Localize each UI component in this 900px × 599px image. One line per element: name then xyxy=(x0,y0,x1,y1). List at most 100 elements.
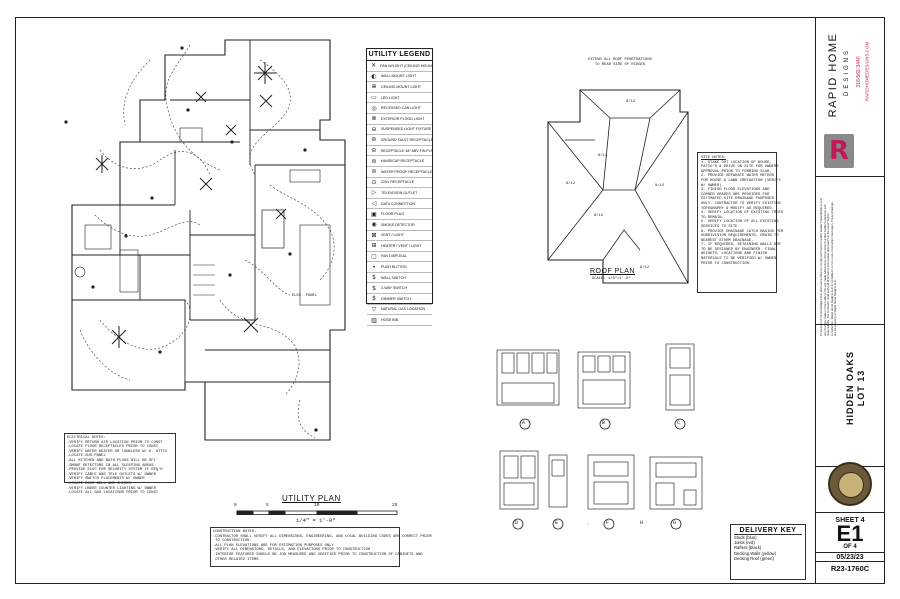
wiring-runs xyxy=(79,44,335,439)
roof-plan-title: ROOF PLAN xyxy=(590,268,635,275)
legend-row: ⊜GROUND FAULT RECEPTACLE xyxy=(367,135,432,146)
legend-row: ⊝RECEPTACLE 48" ABV FIN FLR xyxy=(367,146,432,157)
construction-note-line: OTHER RELATED ITEMS xyxy=(213,557,259,562)
legend-row: ◎ RECESSED CAN LIGHT xyxy=(367,103,432,114)
construction-note-line: -ALL PLAN ELEVATIONS ARE FOR ESTIMATION … xyxy=(213,543,334,548)
construction-notes-lines: -CONTRACTOR SHALL VERIFY ALL DIMENSIONS,… xyxy=(213,534,432,563)
electrical-note-line: -LOCATE DOOR BELL AND CHIMES xyxy=(67,481,131,486)
drawing-sheet xyxy=(15,17,885,584)
site-note-line: 6. PROVIDE DRAINAGE CATCH BASINS PER xyxy=(701,229,784,234)
floor-plan xyxy=(71,39,346,441)
interior-elevations-bottom xyxy=(499,450,703,510)
legend-symbol-icon: ▥ xyxy=(371,316,377,324)
sheet-of: OF 4 xyxy=(843,544,857,550)
elev-marker-f: F xyxy=(606,520,610,526)
legend-label: TELEVISION OUTLET xyxy=(381,190,418,195)
interior-elevations-top xyxy=(496,343,695,411)
legend-row: ✕FAN W/LIGHT (CEILING MOUNT) xyxy=(367,61,432,72)
legend-label: HANDICAP RECEPTACLE xyxy=(381,159,425,164)
site-note-line: TOPOGRAPHY & MODIFY AS REQUIRED. xyxy=(701,206,774,211)
electrical-note-line: -ALL KITCHEN AND BATH PLUGS WILL BE GFI xyxy=(67,458,156,463)
legend-symbol-icon: ⊠ xyxy=(371,231,377,239)
disclaimer-block: To the best of my knowledge these plans … xyxy=(816,177,884,336)
site-note-line: 7. IF REQUIRED, RETAINING WALLS ARE xyxy=(701,243,781,248)
legend-symbol-icon: ⊖ xyxy=(371,125,377,133)
site-note-line: NEAREST STORM DRAINAGE. xyxy=(701,238,754,243)
roof-pitch-2: 8/12 xyxy=(598,154,608,158)
legend-label: HEATER / VENT / LIGHT xyxy=(381,243,422,248)
site-notes-lines: 1. STAKE OUT LOCATION OF HOUSE,PATIO'S &… xyxy=(701,161,784,267)
legend-symbol-icon: $ xyxy=(372,274,376,282)
site-note-line: TO REMAIN. xyxy=(701,215,724,220)
delivery-key-title: DELIVERY KEY xyxy=(734,527,802,535)
site-note-line: TO BE DESIGNED BY ENGINEER. FINAL xyxy=(701,247,777,252)
site-notes-title: SITE NOTES: xyxy=(701,156,727,160)
company-phone: 318-562-3440 xyxy=(856,56,862,88)
legend-row: ▣ FLOOR PLUG xyxy=(367,209,432,220)
project-lot: LOT 13 xyxy=(856,369,866,407)
delivery-key-item: Decking Walls (yellow) xyxy=(734,550,776,556)
electrical-note-line: -LOCATE GUS PANEL xyxy=(67,454,106,459)
legend-symbol-icon: ▢ xyxy=(371,252,377,260)
legend-symbol-icon: ◎ xyxy=(371,104,377,112)
legend-label: RECESSED CAN LIGHT xyxy=(381,106,421,111)
sheet-block: SHEET 4 E1 OF 4 05/23/23 R23-1760C xyxy=(816,512,884,584)
elev-marker-h: H xyxy=(640,520,644,526)
elev-marker-e: E xyxy=(555,520,559,526)
legend-label: WALL SWITCH xyxy=(381,275,406,280)
electrical-note-line: -VERIFY SWITCH PLACEMENTS W/ OWNER xyxy=(67,477,145,482)
elev-marker-c: C xyxy=(677,420,681,426)
legend-label: GROUND FAULT RECEPTACLE xyxy=(380,137,432,142)
legend-label: CEILING MOUNT LIGHT xyxy=(381,84,422,89)
company-sub: DESIGNS xyxy=(844,48,850,97)
legend-row: $3-WAY SWITCH xyxy=(367,283,432,295)
legend-symbol-icon: ⊜ xyxy=(371,168,377,176)
utility-legend: UTILITY LEGEND ✕FAN W/LIGHT (CEILING MOU… xyxy=(366,48,433,326)
legend-symbol-icon: ▭ xyxy=(371,94,377,102)
company-website: RAPIDHOMEDESIGNS.COM xyxy=(864,41,870,102)
legend-row: ▽NATURAL GAS LOCATION xyxy=(367,305,432,316)
legend-row: ⊙ 220V RECEPTACLE xyxy=(367,178,432,189)
legend-label: WALL MOUNT LIGHT xyxy=(381,74,417,79)
sheet-number: E1 xyxy=(836,521,864,546)
site-note-line: SERVICES TO SITE. xyxy=(701,224,740,229)
scale-tick-5: 5 xyxy=(266,503,269,508)
legend-label: DIMMER SWITCH xyxy=(381,296,411,301)
delivery-key-item: Decking Roof (green) xyxy=(734,555,774,561)
electrical-notes-title: ELECTRICAL NOTES: xyxy=(67,436,106,440)
legend-symbol-icon: ▣ xyxy=(371,210,377,218)
site-note-line: 2. PROVIDE SEPARATE WATER METERS xyxy=(701,174,774,179)
legend-row: ◁DATA CONNECTION xyxy=(367,199,432,210)
site-note-line: 4. VERIFY LOCATION OF EXISTING TREES xyxy=(701,211,784,216)
logo-letter: R xyxy=(829,136,850,166)
site-note-line: PATIO'S & DRIVE ON SITE FOR OWNERS xyxy=(701,165,779,170)
elevation-markers xyxy=(512,418,686,530)
construction-note-line: TO CONSTRUCTION. xyxy=(213,539,252,544)
legend-label: VENT / LIGHT xyxy=(381,233,405,238)
elev-marker-b: B xyxy=(602,420,606,426)
legend-row: ▥ HOSE BIB xyxy=(367,315,432,326)
legend-label: HOSE BIB xyxy=(381,318,398,323)
elev-marker-a: A xyxy=(522,420,526,426)
legend-label: FLOOR PLUG xyxy=(381,212,405,217)
legend-label: 220V RECEPTACLE xyxy=(381,180,415,185)
seal-center-icon xyxy=(838,472,864,498)
delivery-key-item: Joists (red) xyxy=(734,540,755,546)
scale-tick-25: 25 xyxy=(392,503,398,508)
legend-label: WATER PROOF RECEPTACLE xyxy=(380,169,432,174)
legend-symbol-icon: ✕ xyxy=(371,62,377,70)
sheet-label: SHEET 4 xyxy=(835,517,865,524)
device-symbols xyxy=(64,46,318,432)
project-name: HIDDEN OAKS xyxy=(845,351,855,426)
site-note-line: PRIOR TO CONSTRUCTION. xyxy=(701,261,752,266)
legend-symbol-icon: ⊙ xyxy=(371,178,377,186)
site-note-line: HEIGHTS, LOCATIONS AND FINISH xyxy=(701,252,768,257)
roof-penetration-note: EXTEND ALL ROOF PENETRATIONS TO REAR SID… xyxy=(588,58,652,67)
legend-row: ⊠ VENT / LIGHT xyxy=(367,231,432,242)
delivery-key-items: Studs (blue)Joists (red)Rafters (black)D… xyxy=(734,535,802,561)
site-note-line: APPROVAL PRIOR TO FORMING SLAB. xyxy=(701,169,772,174)
legend-label: SMOKE DETECTOR xyxy=(381,222,415,227)
delivery-key-item: Rafters (black) xyxy=(734,545,762,551)
site-notes: SITE NOTES: 1. STAKE OUT LOCATION OF HOU… xyxy=(697,152,784,293)
construction-note-line: -CONTRACTOR SHALL VERIFY ALL DIMENSIONS,… xyxy=(213,534,432,539)
